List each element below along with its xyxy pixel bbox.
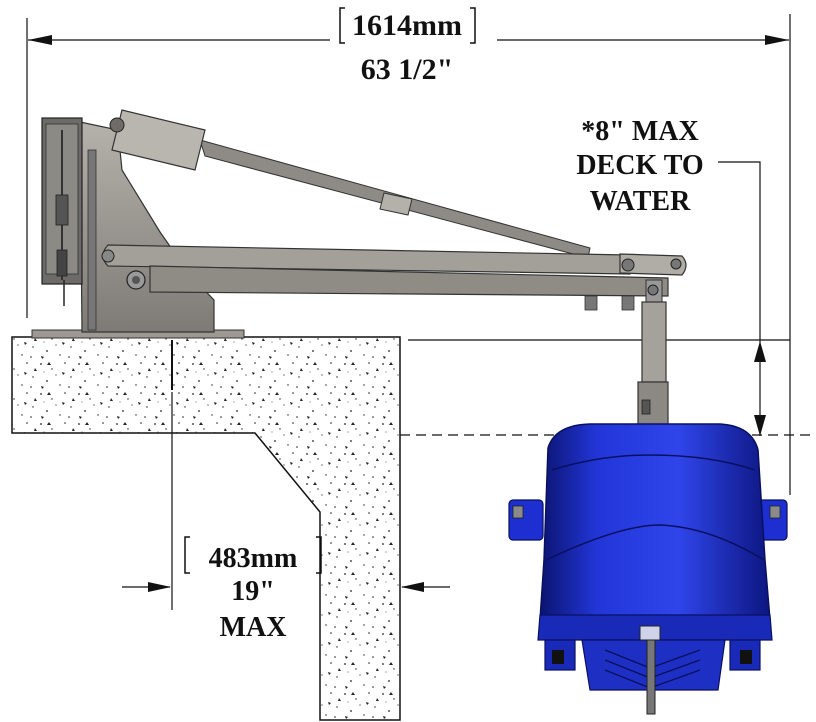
actuator: [109, 109, 591, 259]
lower-boom: [149, 265, 669, 297]
boom-arms: [101, 244, 687, 311]
wall-thickness-max: MAX: [220, 612, 287, 643]
concrete-deck: [11, 336, 401, 721]
deck-to-water-line2: DECK TO: [576, 150, 703, 181]
overall-width-in: 63 1/2": [361, 53, 454, 86]
wall-thickness-dimension: 483mm 19" MAX: [122, 392, 450, 643]
hanger-post: [637, 279, 669, 429]
wall-thickness-in: 19": [231, 576, 275, 607]
seat-back: [539, 423, 771, 621]
wall-thickness-mm: 483mm: [209, 543, 298, 574]
overall-width-dimension: 1614mm 63 1/2": [26, 7, 791, 495]
deck-to-water-line1: *8" MAX: [581, 116, 698, 147]
deck-to-water-line3: WATER: [590, 186, 691, 217]
deck-to-water-dimension: *8" MAX DECK TO WATER: [400, 116, 812, 436]
lift-seat: [508, 423, 788, 715]
overall-width-mm: 1614mm: [352, 9, 462, 42]
actuator-motor: [111, 109, 206, 171]
